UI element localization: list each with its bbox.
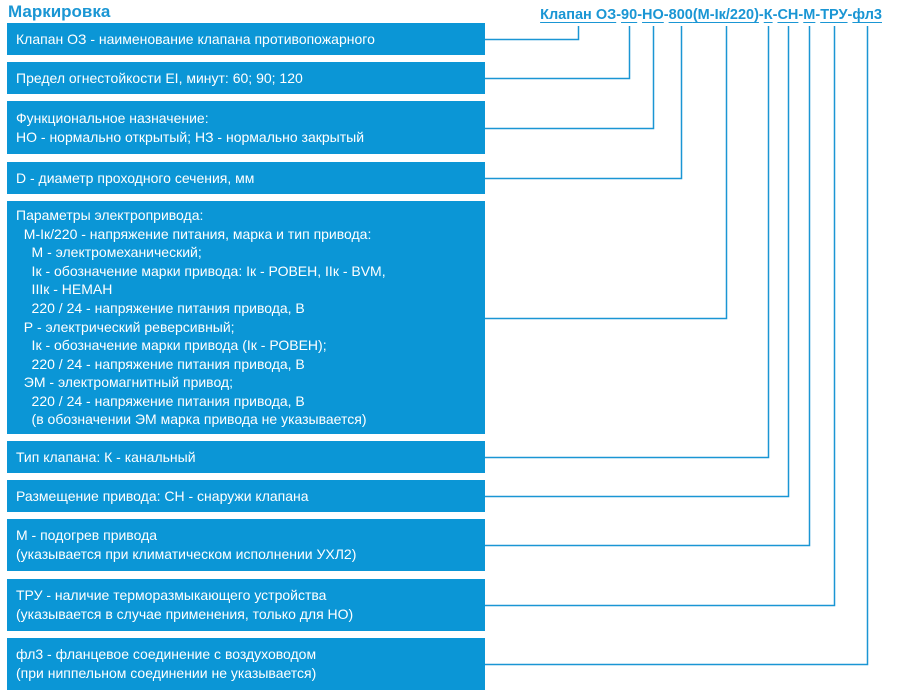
connector-line: [485, 26, 869, 666]
connector-line: [485, 26, 728, 320]
box-fire-resistance: Предел огнестойкости EI, минут: 60; 90; …: [7, 62, 485, 94]
connector-line: [485, 26, 770, 459]
box-actuator-placement: Размещение привода: СН - снаружи клапана: [7, 480, 485, 512]
box-valve-name: Клапан ОЗ - наименование клапана противо…: [7, 23, 485, 55]
box-line: ЭМ - электромагнитный привод;: [16, 374, 233, 391]
box-line: (указывается при климатическом исполнени…: [16, 546, 357, 562]
code-part: ТРУ: [820, 7, 848, 23]
code-separator: -: [637, 7, 643, 23]
box-line: Р - электрический реверсивный;: [16, 318, 235, 335]
code-separator: -: [758, 7, 764, 23]
box-line: М-Iк/220 - напряжение питания, марка и т…: [16, 225, 372, 242]
box-line: Предел огнестойкости EI, минут: 60; 90; …: [16, 69, 303, 86]
box-line: М - подогрев привода: [16, 527, 158, 544]
code-part: (М-Iк/220): [692, 7, 759, 23]
box-line: М - электромеханический;: [16, 244, 202, 261]
code-separator: -: [847, 7, 853, 23]
box-flange: фл3 - фланцевое соединение с воздуховодо…: [7, 638, 485, 690]
code-separator: -: [616, 7, 622, 23]
box-line: НО - нормально открытый; НЗ - нормально …: [16, 128, 365, 145]
marking-code: Клапан ОЗ-90-НО-800(М-Iк/220)-К-СН-М-ТРУ…: [540, 7, 882, 23]
box-line: Iк - обозначение марки привода (Iк - РОВ…: [16, 337, 327, 354]
box-line: 220 / 24 - напряжение питания привода, В: [16, 299, 305, 316]
code-part: М: [803, 7, 816, 23]
box-line: Параметры электропривода:: [16, 206, 204, 223]
code-separator: -: [663, 7, 669, 23]
connector-line: [485, 26, 631, 80]
page-title: Маркировка: [8, 2, 111, 21]
box-line: Размещение привода: СН - снаружи клапана: [16, 487, 309, 504]
box-line: (указывается в случае применения, только…: [16, 606, 354, 622]
connector-line: [485, 26, 580, 41]
box-line: ТРУ - наличие терморазмыкающего устройст…: [16, 587, 327, 604]
connector-line: [485, 26, 790, 498]
connector-line: [485, 26, 836, 607]
box-function: Функциональное назначение: НО - нормальн…: [7, 101, 485, 154]
box-line: Функциональное назначение:: [16, 109, 209, 126]
code-separator: -: [815, 7, 821, 23]
box-line: (при ниппельном соединении не указываетс…: [16, 665, 317, 681]
code-part: Клапан ОЗ: [540, 7, 617, 23]
box-diameter: D - диаметр проходного сечения, мм: [7, 162, 485, 194]
connector-line: [485, 26, 811, 547]
code-part: фл3: [852, 7, 882, 23]
code-part: НО: [642, 7, 664, 23]
code-part: 800: [668, 7, 693, 23]
box-valve-type: Тип клапана: К - канальный: [7, 441, 485, 473]
code-separator: -: [772, 7, 778, 23]
box-line: Тип клапана: К - канальный: [16, 448, 196, 465]
box-actuator: Параметры электропривода: М-Iк/220 - нап…: [7, 201, 485, 434]
code-separator: -: [798, 7, 804, 23]
box-line: 220 / 24 - напряжение питания привода, В: [16, 392, 305, 409]
box-line: IIIк - НЕМАН: [16, 281, 113, 298]
box-line: фл3 - фланцевое соединение с воздуховодо…: [16, 646, 317, 663]
box-line: D - диаметр проходного сечения, мм: [16, 169, 255, 186]
code-part: 90: [621, 7, 638, 23]
box-line: Клапан ОЗ - наименование клапана противо…: [16, 30, 375, 47]
box-thermal-device: ТРУ - наличие терморазмыкающего устройст…: [7, 579, 485, 631]
box-heating: М - подогрев привода (указывается при кл…: [7, 519, 485, 571]
code-part: СН: [777, 7, 799, 23]
box-line: (в обозначении ЭМ марка привода не указы…: [16, 411, 367, 428]
box-line: Iк - обозначение марки привода: Iк - РОВ…: [16, 262, 386, 279]
connector-line: [485, 26, 683, 180]
connector-line: [485, 26, 655, 130]
code-part: К: [763, 7, 773, 23]
box-line: 220 / 24 - напряжение питания привода, В: [16, 355, 305, 372]
